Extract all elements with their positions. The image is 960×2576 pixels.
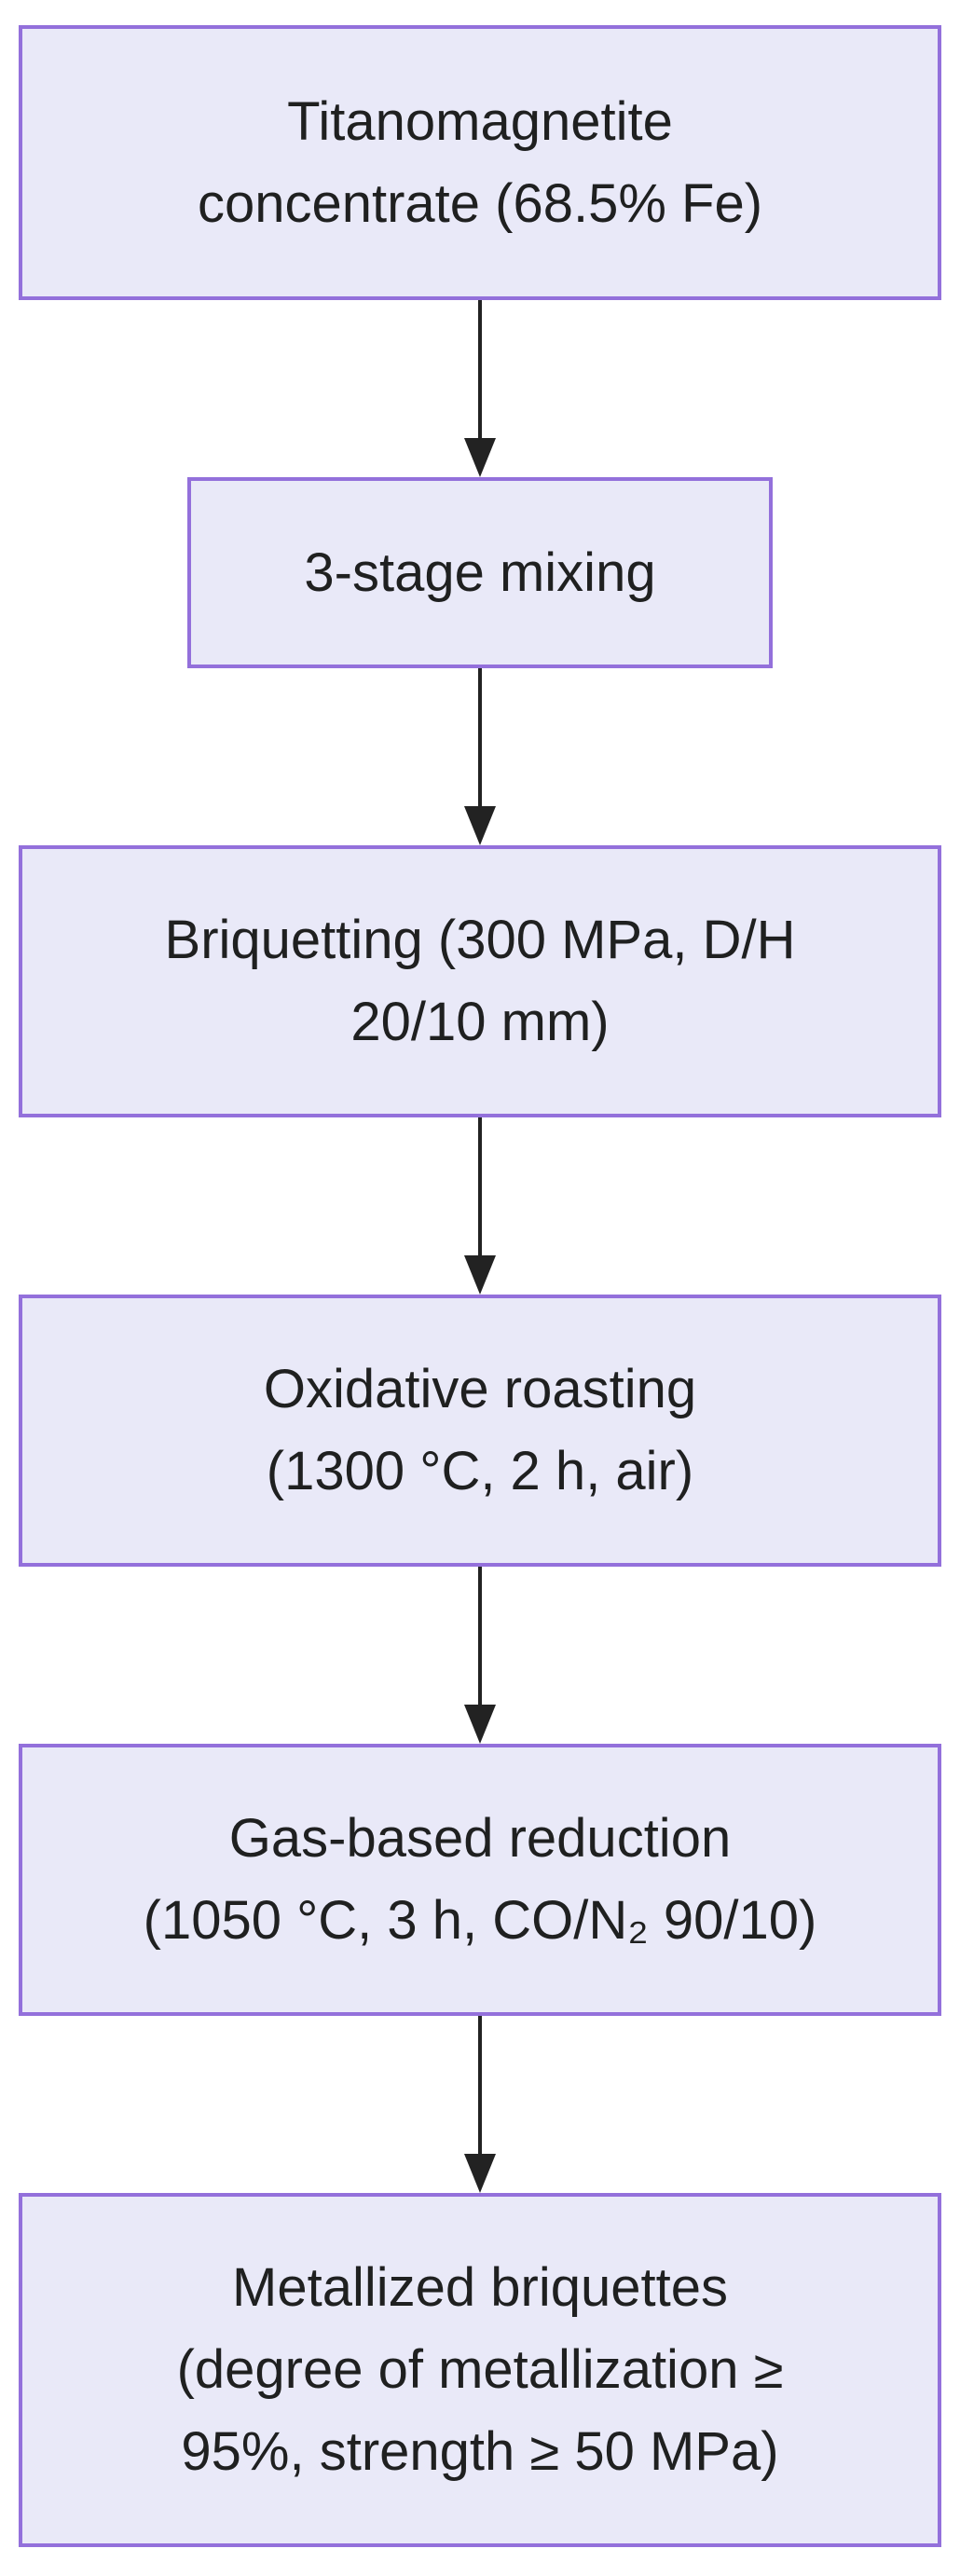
node-label-line: (1050 °C, 3 h, CO/N₂ 90/10) [143,1890,817,1951]
node-label-line: concentrate (68.5% Fe) [197,172,763,234]
arrow-shaft [478,1117,482,1256]
flow-node-product: Metallized briquettes (degree of metalli… [19,2193,941,2547]
arrow-concentrate-to-mixing [464,300,496,477]
arrow-mixing-to-briquetting [464,668,496,845]
node-label-line: 95%, strength ≥ 50 MPa) [181,2421,779,2482]
arrow-shaft [478,1567,482,1706]
node-label-line: 3-stage mixing [304,541,656,603]
node-label-line: Metallized briquettes [232,2257,728,2318]
node-label-line: (degree of metallization ≥ [176,2339,784,2400]
node-label-line: Briquetting (300 MPa, D/H [164,910,796,970]
arrow-roasting-to-reduction [464,1567,496,1744]
arrow-shaft [478,2016,482,2155]
arrowhead-down-icon [464,438,496,477]
flow-node-briquetting: Briquetting (300 MPa, D/H 20/10 mm) [19,845,941,1117]
arrow-reduction-to-product [464,2016,496,2193]
arrow-shaft [478,668,482,807]
arrowhead-down-icon [464,1705,496,1744]
node-label-line: (1300 °C, 2 h, air) [266,1441,694,1501]
node-label-line: Titanomagnetite [287,90,673,152]
arrow-shaft [478,300,482,439]
arrowhead-down-icon [464,806,496,845]
flow-node-mixing: 3-stage mixing [187,477,773,668]
flow-node-reduction: Gas-based reduction (1050 °C, 3 h, CO/N₂… [19,1744,941,2016]
node-label-line: Gas-based reduction [228,1808,732,1869]
flow-node-roasting: Oxidative roasting (1300 °C, 2 h, air) [19,1295,941,1567]
arrow-briquetting-to-roasting [464,1117,496,1295]
arrowhead-down-icon [464,1255,496,1295]
node-label-line: Oxidative roasting [263,1359,697,1419]
flow-node-concentrate: Titanomagnetite concentrate (68.5% Fe) [19,25,941,300]
arrowhead-down-icon [464,2154,496,2193]
node-label-line: 20/10 mm) [350,992,610,1052]
